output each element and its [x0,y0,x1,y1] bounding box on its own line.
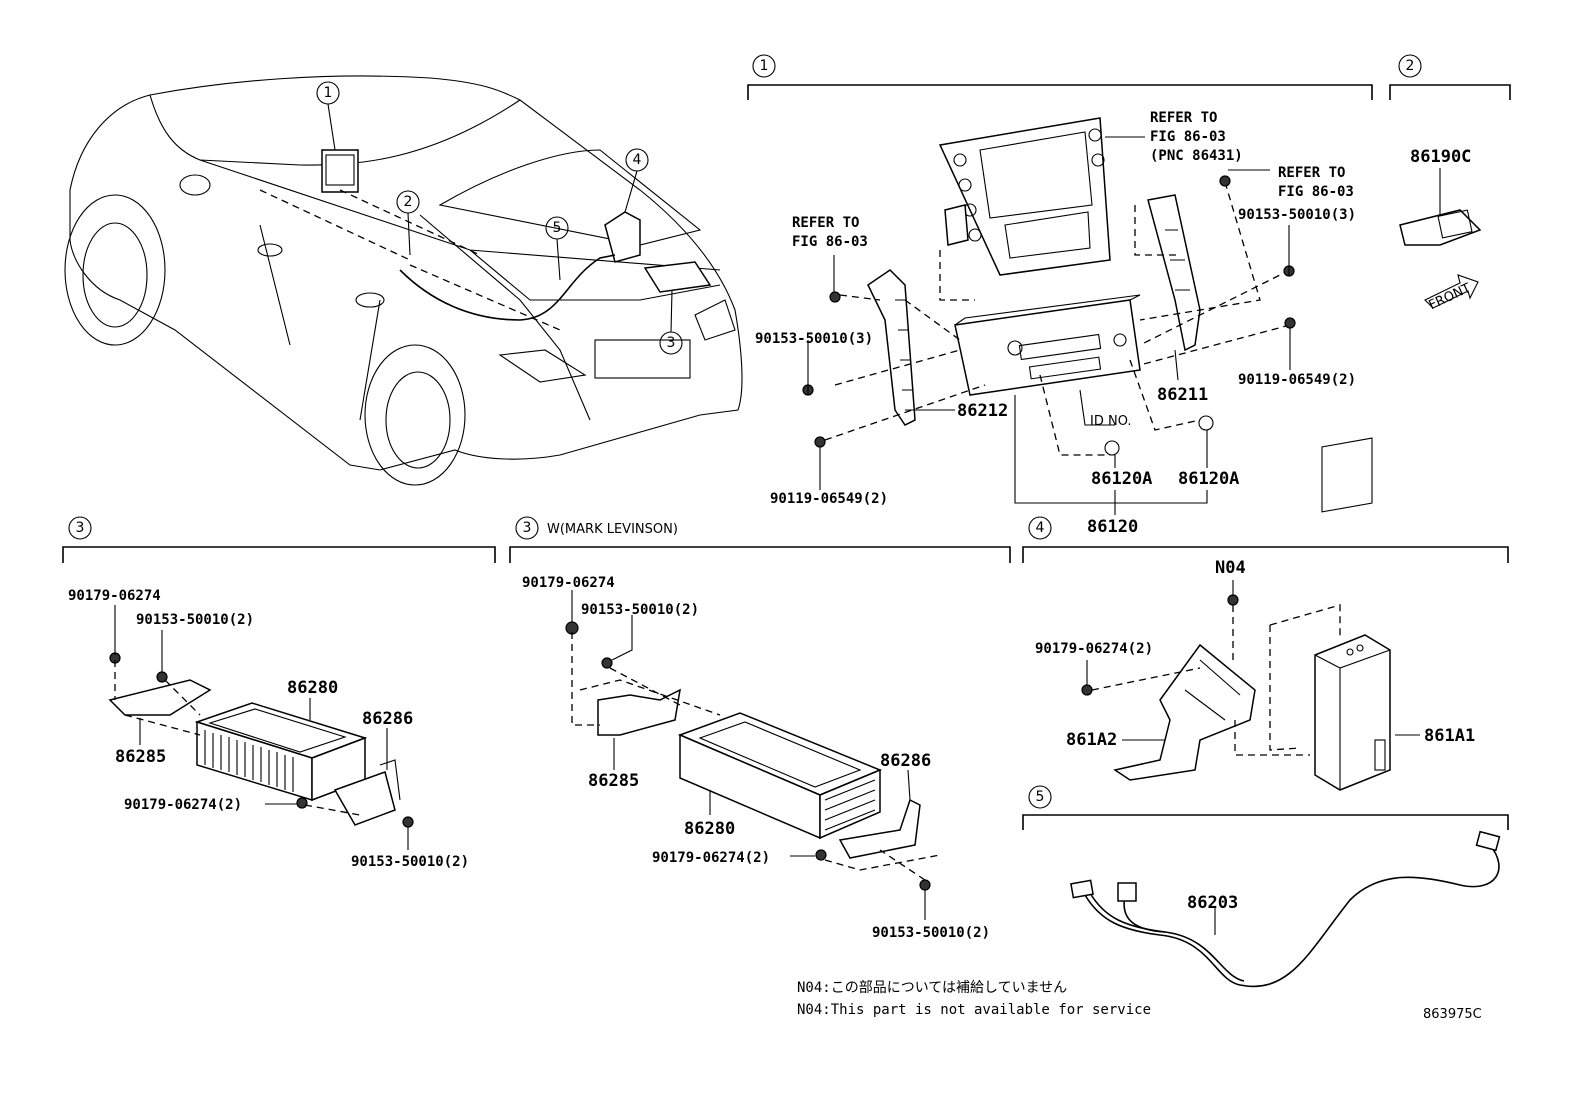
label-refer-top-3: (PNC 86431) [1150,148,1243,164]
label-90119-right: 90119-06549(2) [1238,372,1356,388]
label-86211: 86211 [1157,385,1208,405]
label-s3ml-90179-bot: 90179-06274(2) [652,850,770,866]
label-s4-90179: 90179-06274(2) [1035,641,1153,657]
section-1: 1 [747,54,1373,537]
callout-1: 1 [324,85,333,101]
section-4-marker: 4 [1036,520,1045,536]
note-en: N04:This part is not available for servi… [797,1002,1151,1018]
section-3-marker: 3 [76,520,85,536]
label-861a1: 861A1 [1424,726,1475,746]
label-refer-right-1: REFER TO [1278,165,1345,181]
section-1-marker: 1 [760,58,769,74]
label-90119-left: 90119-06549(2) [770,491,888,507]
label-s3-90179-top: 90179-06274 [68,588,161,604]
section-2-marker: 2 [1406,58,1415,74]
car-callouts: 1 2 4 5 3 [316,81,683,355]
callout-4: 4 [633,152,642,168]
label-86120: 86120 [1087,517,1138,537]
label-90153-left: 90153-50010(3) [755,331,873,347]
notes: N04:この部品については補給していません N04:This part is n… [797,980,1482,1022]
label-refer-top-2: FIG 86-03 [1150,129,1226,145]
section-3ml-caption: W(MARK LEVINSON) [547,522,678,537]
label-s3-86285: 86285 [115,747,166,767]
label-s3ml-86280: 86280 [684,819,735,839]
label-s3ml-86285: 86285 [588,771,639,791]
label-s3-90179-bot: 90179-06274(2) [124,797,242,813]
section-2: 2 86190C FRONT [1389,54,1511,313]
label-s3-90153-top: 90153-50010(2) [136,612,254,628]
section-5: 5 86203 [1022,785,1509,988]
label-n04: N04 [1215,558,1246,578]
label-861a2: 861A2 [1066,730,1117,750]
label-s3ml-90179-top: 90179-06274 [522,575,615,591]
label-front: FRONT [1427,281,1474,313]
label-86120a-2: 86120A [1178,469,1239,489]
callout-2: 2 [404,194,413,210]
callout-3: 3 [667,335,676,351]
label-s3ml-90153-top: 90153-50010(2) [581,602,699,618]
section-4: 4 N04 90179-06274(2) 861A2 861A1 [1022,437,1509,791]
label-s3-86280: 86280 [287,678,338,698]
section-3-mark-levinson: 3 W(MARK LEVINSON) 90179-06274 90153-500… [509,516,1011,941]
figure-id: 863975C [1423,1007,1482,1022]
label-refer-right-2: FIG 86-03 [1278,184,1354,200]
label-86203: 86203 [1187,893,1238,913]
label-refer-top-1: REFER TO [1150,110,1217,126]
section-5-marker: 5 [1036,789,1045,805]
note-jp: N04:この部品については補給していません [797,980,1067,996]
label-s3-86286: 86286 [362,709,413,729]
label-86190c: 86190C [1410,147,1471,167]
label-refer-left-2: FIG 86-03 [792,234,868,250]
label-s3-90153-bot: 90153-50010(2) [351,854,469,870]
car-illustration [64,75,743,486]
section-3ml-marker: 3 [523,520,532,536]
label-s3ml-86286: 86286 [880,751,931,771]
label-90153-right: 90153-50010(3) [1238,207,1356,223]
callout-5: 5 [553,220,562,236]
label-s3ml-90153-bot: 90153-50010(2) [872,925,990,941]
label-86120a-1: 86120A [1091,469,1152,489]
label-86212: 86212 [957,401,1008,421]
label-id-no: ID NO. [1090,414,1132,429]
label-refer-left-1: REFER TO [792,215,859,231]
section-3: 3 90179-06274 90153-50010(2) 86280 8628 [62,516,496,870]
